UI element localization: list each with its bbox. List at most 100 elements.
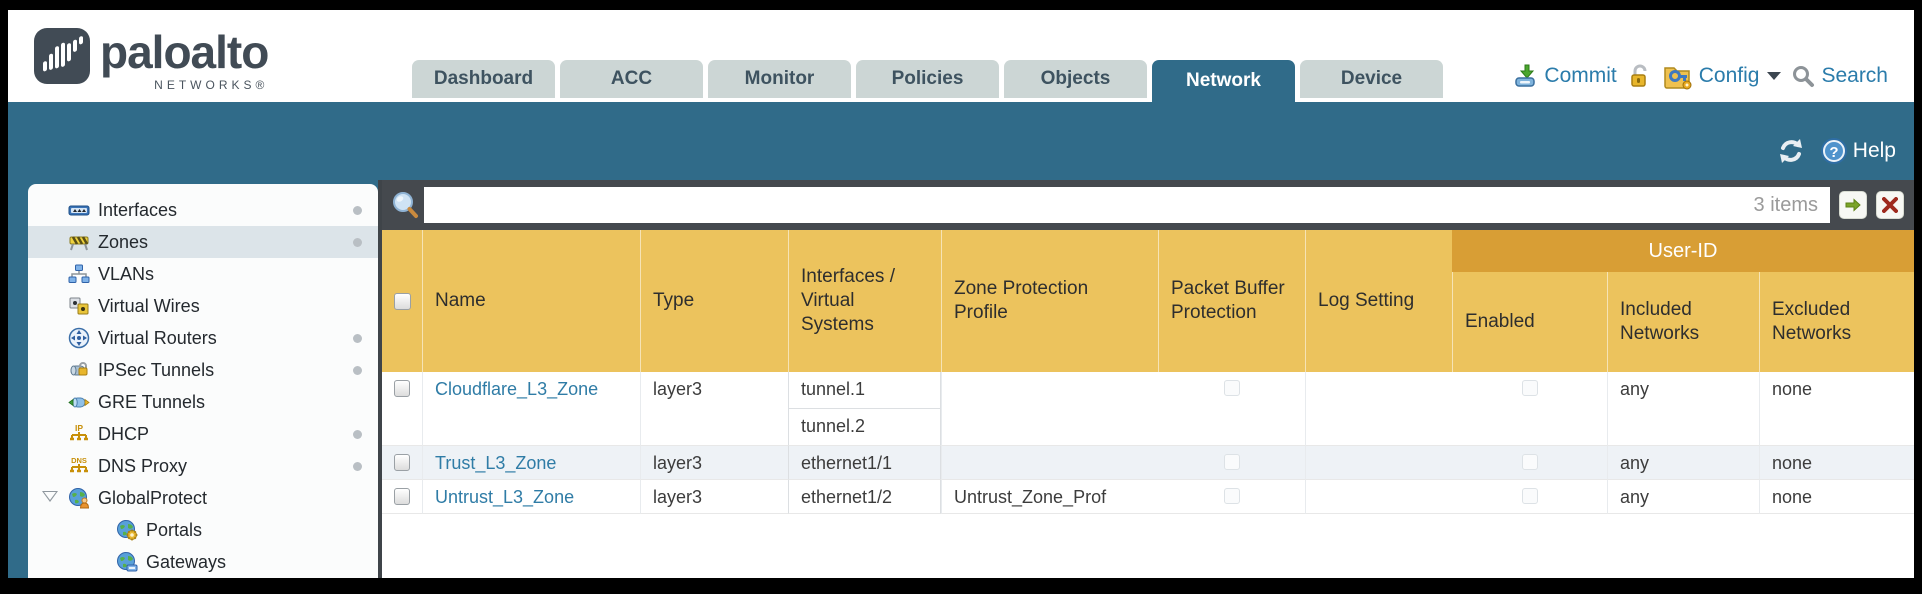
sidebar-item-dns-proxy[interactable]: DNS DNS Proxy [28, 450, 378, 482]
interfaces-icon [68, 205, 90, 216]
ipsec-tunnels-icon [70, 362, 88, 376]
tab-monitor[interactable]: Monitor [708, 60, 851, 98]
app-window: paloalto NETWORKS® Dashboard ACC Monitor… [8, 10, 1914, 578]
row-checkbox[interactable] [394, 454, 410, 471]
sidebar-item-label: GlobalProtect [98, 487, 208, 508]
sub-header-band: ? Help [8, 102, 1914, 180]
help-label: Help [1852, 139, 1896, 162]
row-checkbox[interactable] [394, 380, 410, 397]
commit-icon [1515, 64, 1536, 87]
zone-protection-profile [941, 446, 1158, 480]
filter-search-icon[interactable] [390, 190, 420, 220]
col-header-excluded-networks[interactable]: Excluded Networks [1759, 272, 1914, 372]
packet-buffer-protection-checkbox[interactable] [1223, 488, 1240, 504]
config-menu-button[interactable]: Config [1663, 62, 1782, 90]
sidebar-item-globalprotect[interactable]: GlobalProtect [28, 482, 378, 514]
user-id-group-header: User-ID [1452, 230, 1914, 272]
sidebar-item-label: Zones [98, 231, 149, 252]
sidebar-item-gateways[interactable]: Gateways [28, 546, 378, 578]
tab-policies[interactable]: Policies [856, 60, 999, 98]
packet-buffer-protection-checkbox[interactable] [1223, 454, 1240, 470]
status-dot [353, 238, 362, 247]
excluded-networks: none [1759, 446, 1914, 480]
item-count: 3 items [1753, 193, 1818, 216]
sidebar-item-dhcp[interactable]: IP DHCP [28, 418, 378, 450]
config-icon [1664, 67, 1692, 90]
sidebar-item-ipsec-tunnels[interactable]: IPSec Tunnels [28, 354, 378, 386]
sidebar-item-portals[interactable]: Portals [28, 514, 378, 546]
sidebar-item-vlans[interactable]: VLANs [28, 258, 378, 290]
col-header-packet-buffer-protection[interactable]: Packet Buffer Protection [1158, 230, 1305, 372]
apply-filter-button[interactable] [1839, 191, 1867, 219]
table-header: Name Type Interfaces / Virtual Systems Z… [382, 230, 1914, 372]
header-utilities: Commit Config [1512, 62, 1888, 90]
sidebar-item-virtual-routers[interactable]: Virtual Routers [28, 322, 378, 354]
table-row[interactable]: Untrust_L3_Zone layer3 ethernet1/2 Untru… [382, 480, 1914, 514]
table-row[interactable]: Trust_L3_Zone layer3 ethernet1/1 any non… [382, 446, 1914, 480]
col-header-zone-protection-profile[interactable]: Zone Protection Profile [941, 230, 1158, 372]
tab-dashboard[interactable]: Dashboard [412, 60, 555, 98]
zone-type: layer3 [640, 446, 788, 480]
sidebar-item-label: IPSec Tunnels [98, 359, 215, 380]
user-id-enabled-checkbox[interactable] [1521, 454, 1538, 470]
col-header-included-networks[interactable]: Included Networks [1607, 272, 1759, 372]
sidebar-item-interfaces[interactable]: Interfaces [28, 194, 378, 226]
workspace: Interfaces Zones VLANs [8, 180, 1914, 578]
filter-bar: 3 items [382, 180, 1914, 230]
commit-label: Commit [1544, 64, 1617, 87]
status-dot [353, 430, 362, 439]
user-id-enabled-checkbox[interactable] [1521, 380, 1538, 396]
sidebar-item-zones[interactable]: Zones [28, 226, 378, 258]
excluded-networks: none [1759, 372, 1914, 446]
log-setting [1305, 446, 1452, 480]
included-networks: any [1607, 480, 1759, 514]
tab-network[interactable]: Network [1152, 60, 1295, 102]
search-label: Search [1821, 64, 1888, 87]
filter-input[interactable] [424, 187, 1754, 223]
status-dot [353, 206, 362, 215]
zone-name-link[interactable]: Untrust_L3_Zone [435, 487, 575, 507]
zone-protection-profile: Untrust_Zone_Prof [941, 480, 1158, 514]
search-icon [1793, 66, 1815, 87]
virtual-routers-icon [68, 327, 90, 349]
col-header-interfaces[interactable]: Interfaces / Virtual Systems [788, 230, 941, 372]
svg-text:IP: IP [75, 423, 83, 433]
zone-type: layer3 [640, 480, 788, 514]
search-button[interactable]: Search [1791, 64, 1888, 88]
paloalto-logo: paloalto NETWORKS® [34, 26, 269, 92]
help-button[interactable]: ? Help [1820, 137, 1896, 165]
select-all-checkbox[interactable] [393, 292, 411, 310]
svg-text:?: ? [1829, 144, 1838, 161]
refresh-icon[interactable] [1776, 136, 1806, 166]
col-header-enabled[interactable]: Enabled [1452, 272, 1607, 372]
col-header-name[interactable]: Name [422, 230, 640, 372]
status-dot [353, 366, 362, 375]
col-header-type[interactable]: Type [640, 230, 788, 372]
col-header-log-setting[interactable]: Log Setting [1305, 230, 1452, 372]
tab-objects[interactable]: Objects [1004, 60, 1147, 98]
zone-name-link[interactable]: Trust_L3_Zone [435, 453, 557, 473]
zone-name-link[interactable]: Cloudflare_L3_Zone [435, 379, 599, 399]
config-label: Config [1698, 64, 1760, 87]
zones-table: Name Type Interfaces / Virtual Systems Z… [382, 230, 1914, 514]
included-networks: any [1607, 372, 1759, 446]
packet-buffer-protection-checkbox[interactable] [1223, 380, 1240, 396]
tab-acc[interactable]: ACC [560, 60, 703, 98]
unlock-icon[interactable] [1627, 63, 1653, 89]
clear-filter-button[interactable] [1876, 191, 1904, 219]
sidebar-item-label: DHCP [98, 423, 150, 444]
table-row[interactable]: Cloudflare_L3_Zone layer3 tunnel.1 any n… [382, 372, 1914, 446]
excluded-networks: none [1759, 480, 1914, 514]
user-id-enabled-checkbox[interactable] [1521, 488, 1538, 504]
status-dot [353, 334, 362, 343]
tab-device[interactable]: Device [1300, 60, 1443, 98]
status-dot [353, 462, 362, 471]
globalprotect-icon [69, 488, 90, 509]
row-checkbox[interactable] [394, 488, 410, 505]
zone-protection-profile [941, 372, 1158, 446]
commit-button[interactable]: Commit [1512, 63, 1617, 89]
expand-triangle-icon[interactable] [42, 491, 58, 502]
filter-input-wrap: 3 items [424, 187, 1830, 223]
sidebar-item-virtual-wires[interactable]: Virtual Wires [28, 290, 378, 322]
sidebar-item-gre-tunnels[interactable]: GRE Tunnels [28, 386, 378, 418]
